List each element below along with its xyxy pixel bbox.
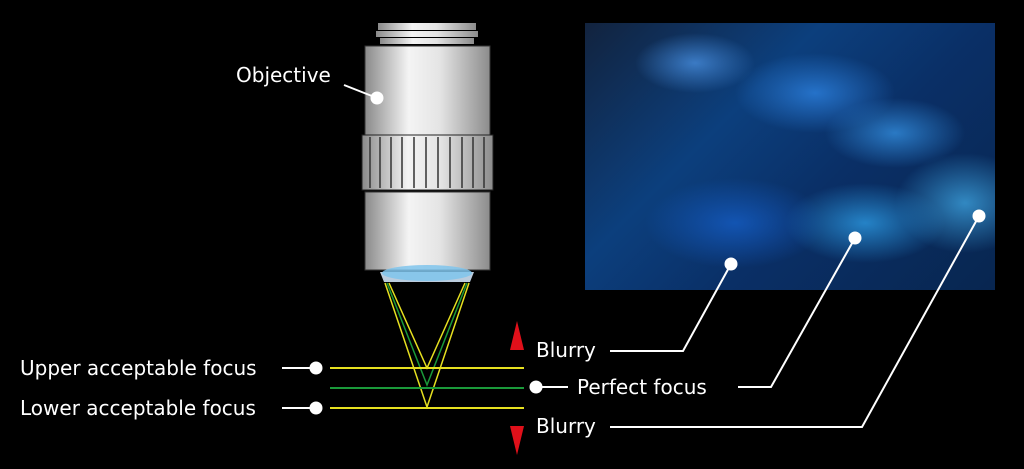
- specimen-photo: [585, 23, 995, 290]
- lower-focus-label: Lower acceptable focus: [20, 396, 256, 420]
- arrow-up-icon: [510, 321, 524, 350]
- blurry-top-label: Blurry: [536, 338, 596, 362]
- perfect-focus-label: Perfect focus: [577, 375, 707, 399]
- arrow-down-icon: [510, 426, 524, 455]
- objective-label: Objective: [236, 63, 331, 87]
- callout-lines: [282, 84, 986, 428]
- upper-focus-label: Upper acceptable focus: [20, 356, 257, 380]
- objective-lens-illustration: [361, 23, 494, 282]
- blurry-bottom-label: Blurry: [536, 414, 596, 438]
